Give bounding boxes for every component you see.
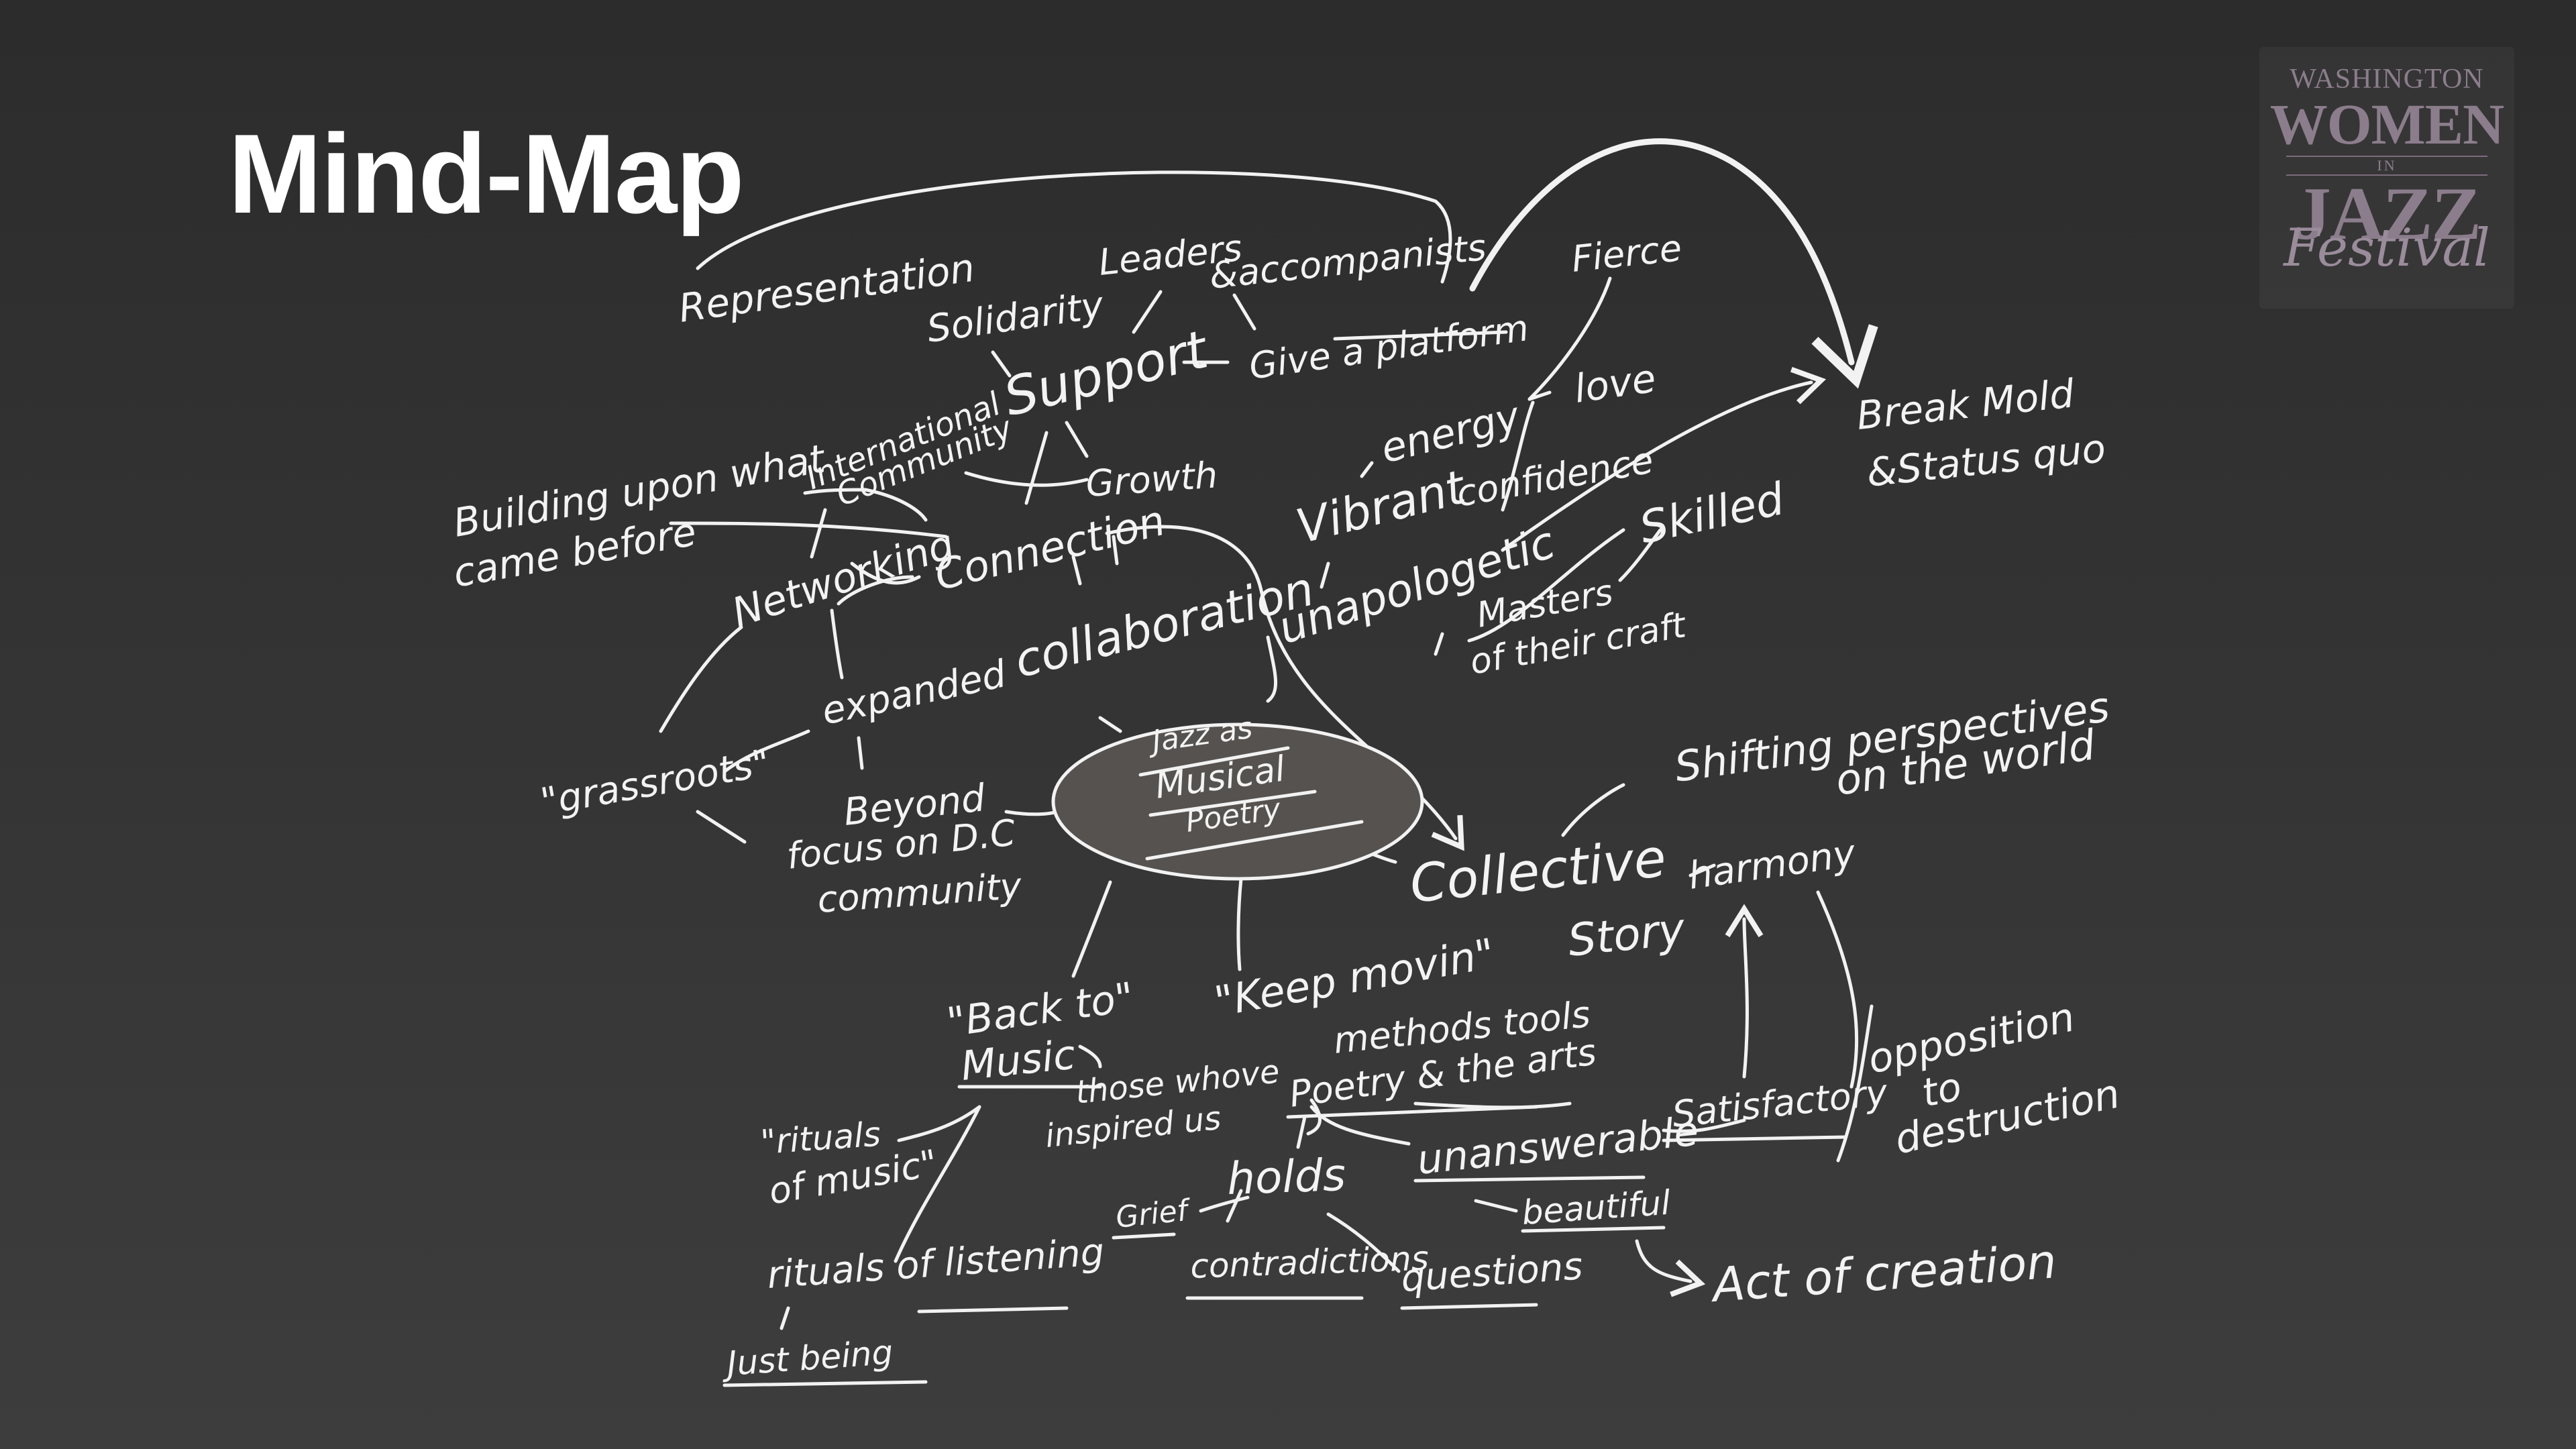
node-vibrant: Vibrant [1291, 460, 1472, 555]
node-story: Story [1566, 903, 1688, 967]
node-confidence: confidence [1453, 439, 1656, 515]
node-act-of-creation: Act of creation [1708, 1234, 2058, 1313]
node-give-platform: Give a platform [1246, 307, 1532, 388]
node-opposition-to: to [1918, 1063, 1966, 1116]
page-title: Mind-Map [228, 111, 745, 237]
logo-line-women: WOMEN [2269, 92, 2505, 156]
node-love: love [1571, 356, 1658, 412]
node-growth: Growth [1085, 453, 1220, 505]
node-accompanists: &accompanists [1208, 226, 1489, 297]
underlines [722, 330, 1847, 1387]
logo-line-jazz: JAZZ [2293, 172, 2481, 256]
node-grassroots: "grassroots" [537, 741, 773, 824]
logo-line-in: IN [2286, 156, 2487, 176]
node-skilled: Skilled [1635, 473, 1789, 554]
node-rituals: "rituals [759, 1115, 882, 1162]
node-contradictions: contradictions [1189, 1239, 1429, 1286]
node-expanded: expanded [818, 652, 1010, 734]
node-beautiful: beautiful [1521, 1183, 1672, 1232]
festival-logo: WASHINGTON WOMEN IN JAZZ Festival [2259, 47, 2514, 309]
logo-line-washington: WASHINGTON [2290, 64, 2484, 95]
node-satisfactory: Satisfactory [1670, 1071, 1890, 1136]
node-fierce: Fierce [1570, 227, 1684, 280]
node-those-whove: those whove [1073, 1053, 1281, 1112]
node-collective: Collective [1407, 828, 1669, 915]
center-node: Jazz as Musical Poetry [1051, 711, 1424, 881]
logo-line-festival: Festival [2284, 218, 2490, 278]
node-solidarity: Solidarity [924, 284, 1107, 352]
node-opposition: opposition [1864, 994, 2079, 1083]
center-underline-3 [1145, 820, 1364, 861]
node-break-mold-2: &Status quo [1864, 425, 2108, 496]
node-connection: Connection [930, 496, 1170, 600]
node-unanswerable: unanswerable [1415, 1108, 1701, 1184]
node-just-being: Just being [720, 1333, 894, 1384]
center-underline-1 [1138, 746, 1290, 777]
node-harmony: harmony [1686, 832, 1859, 898]
node-rituals-listening: rituals of listening [765, 1230, 1106, 1297]
center-underline-2 [1148, 790, 1317, 817]
node-holds: holds [1226, 1149, 1346, 1205]
node-inspired-us: inspired us [1043, 1099, 1222, 1155]
node-break-mold-1: Break Mold [1854, 370, 2077, 439]
node-grief: Grief [1114, 1193, 1193, 1235]
node-dc-community: community [816, 865, 1024, 921]
node-networking: Networking [727, 521, 960, 637]
